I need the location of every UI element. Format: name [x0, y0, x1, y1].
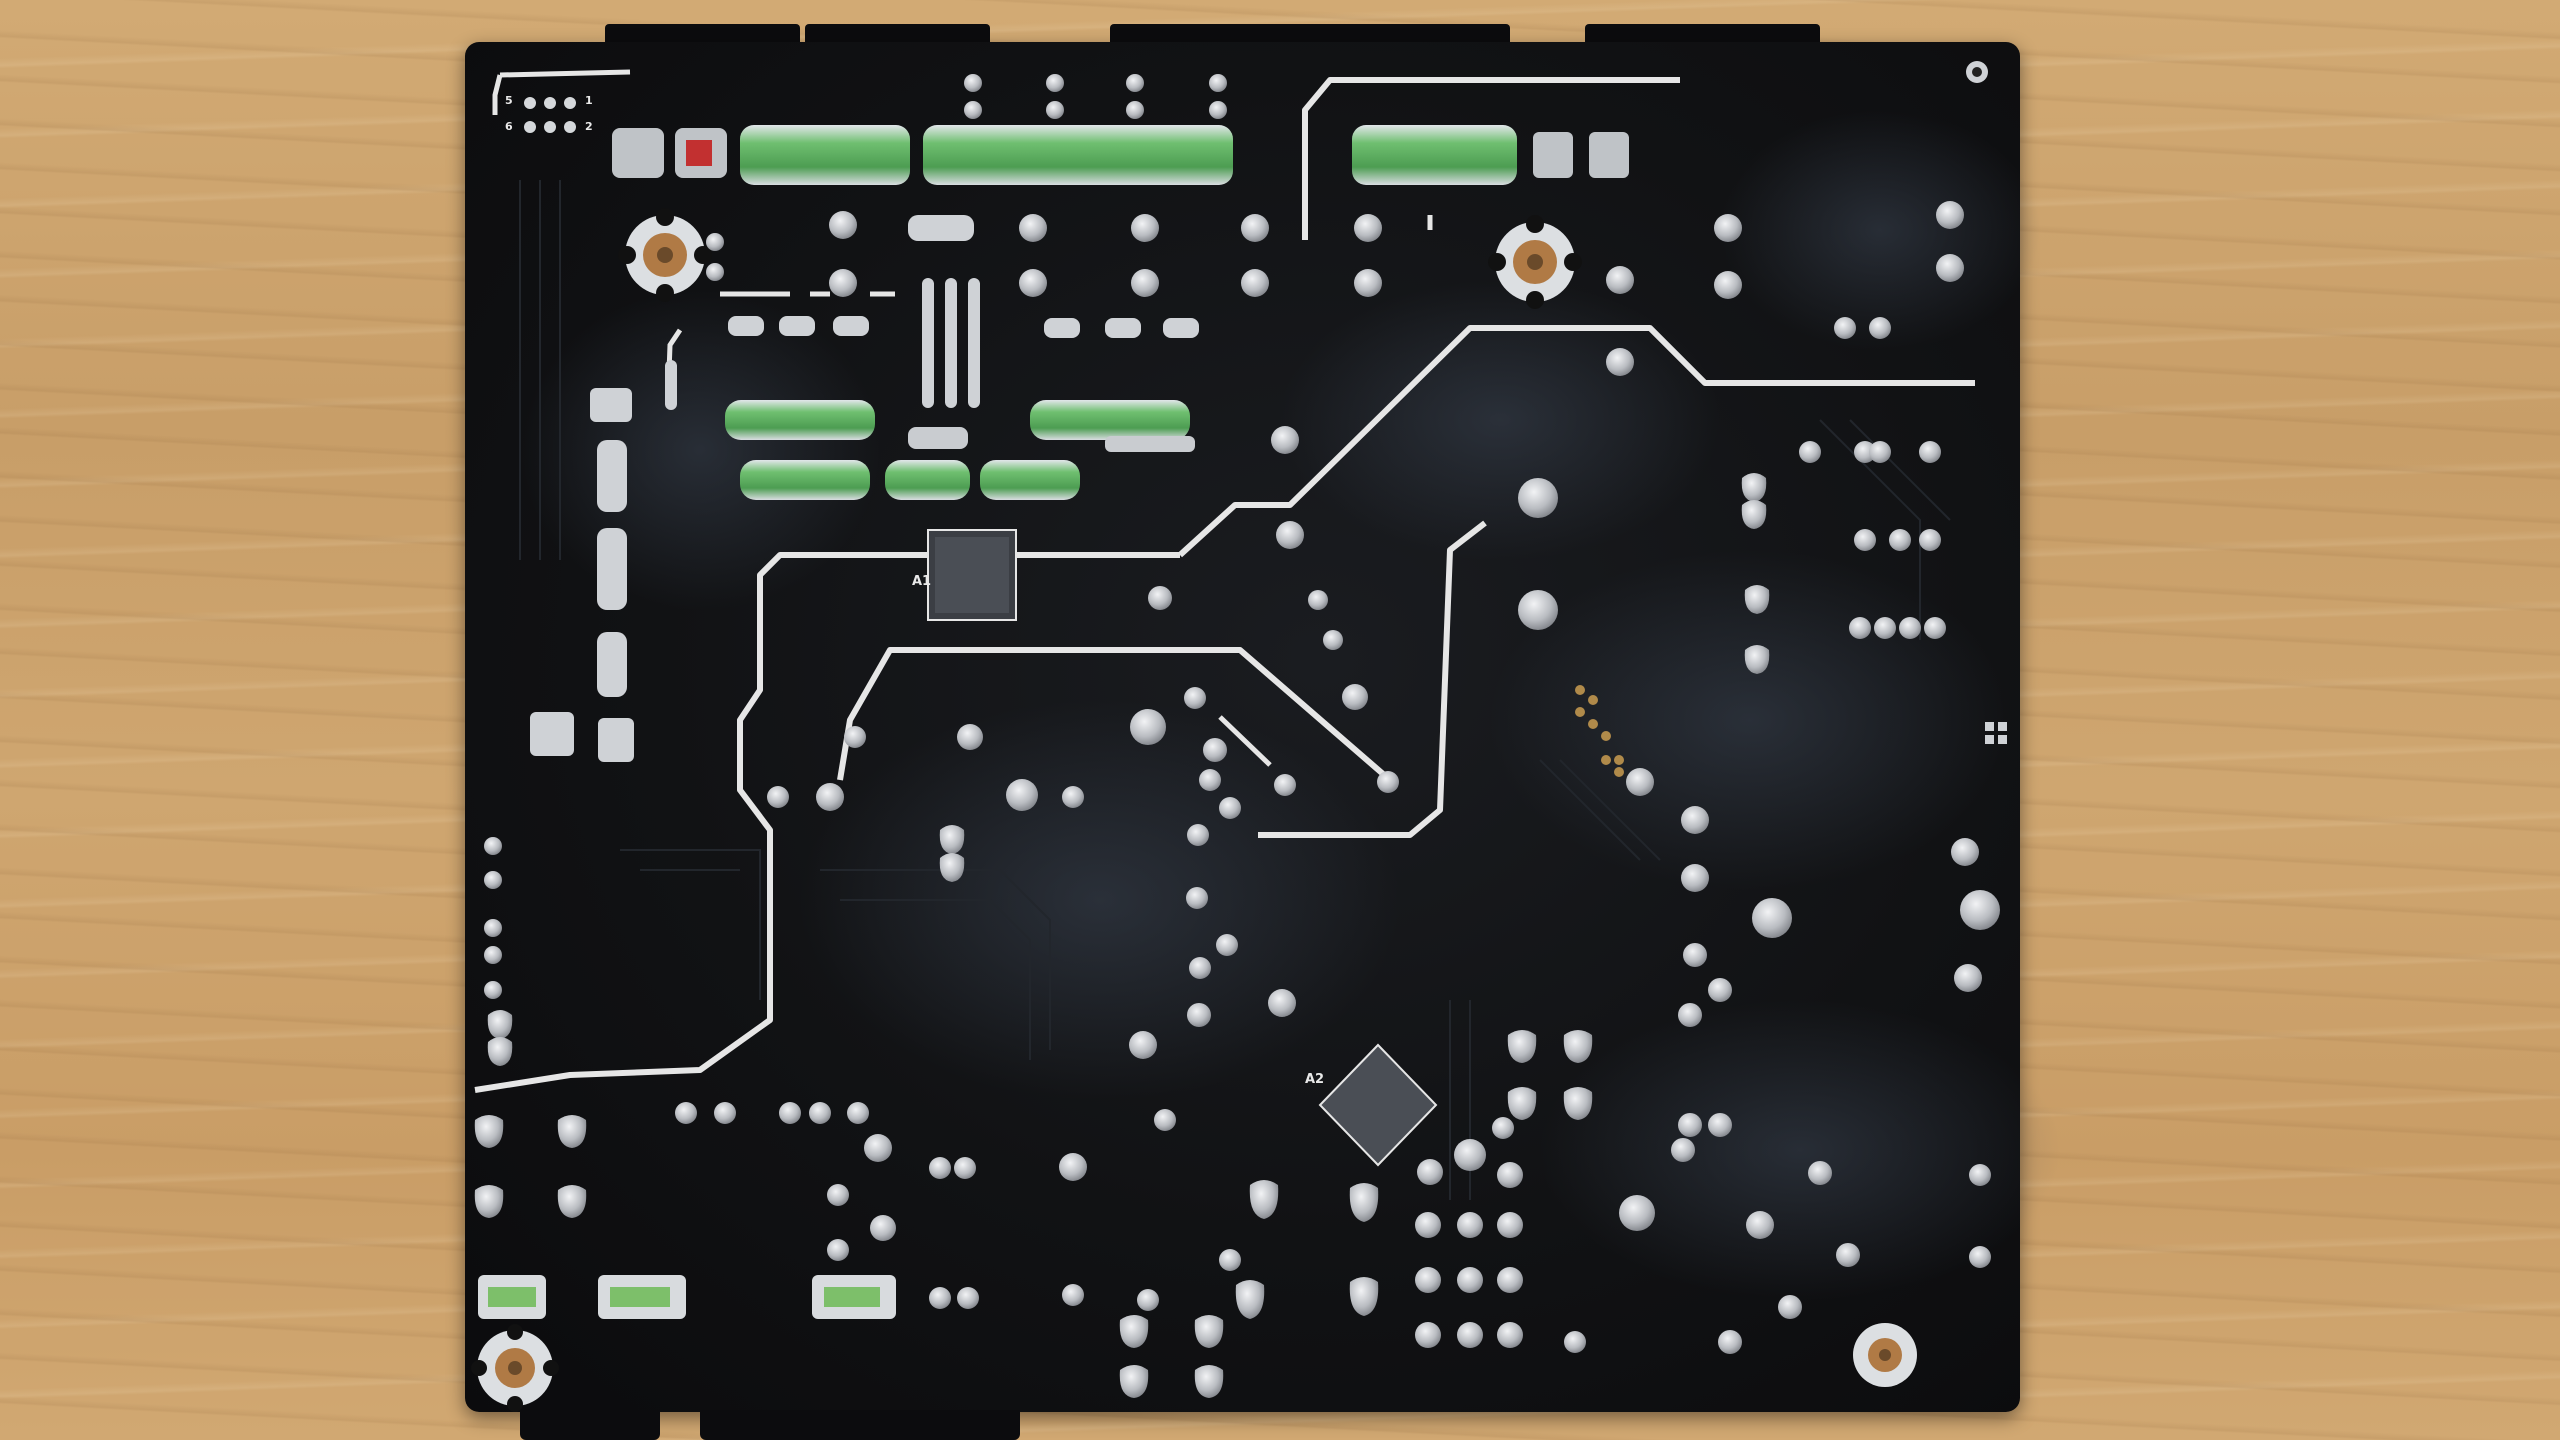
bottom-connector-1 — [520, 1410, 660, 1440]
middle-resistor-pads — [725, 400, 1195, 500]
ic-chip-a1 — [927, 529, 1017, 621]
pin-label-2: 2 — [585, 120, 593, 133]
solder-joints — [484, 74, 2000, 1354]
pin-label-1: 1 — [585, 94, 593, 107]
chip-label-a1: A1 — [912, 574, 932, 589]
pin-label-6: 6 — [505, 120, 513, 133]
smd-pads — [530, 316, 1199, 762]
pin-header — [524, 97, 576, 133]
small-traces — [492, 69, 1433, 767]
top-resistor-pads — [612, 125, 1629, 185]
parallel-pads — [665, 215, 980, 410]
bottom-connector-2 — [700, 1410, 1020, 1440]
bottom-led-pads — [478, 1275, 896, 1319]
chip-label-a2: A2 — [1305, 1072, 1325, 1087]
teardrop-pads — [474, 473, 1770, 1398]
edge-pads — [1985, 722, 2007, 744]
ic-chip-a2 — [1318, 1043, 1438, 1167]
pin-label-5: 5 — [505, 94, 513, 107]
mounting-holes — [471, 61, 1988, 1412]
test-pad-array — [1575, 685, 1624, 777]
